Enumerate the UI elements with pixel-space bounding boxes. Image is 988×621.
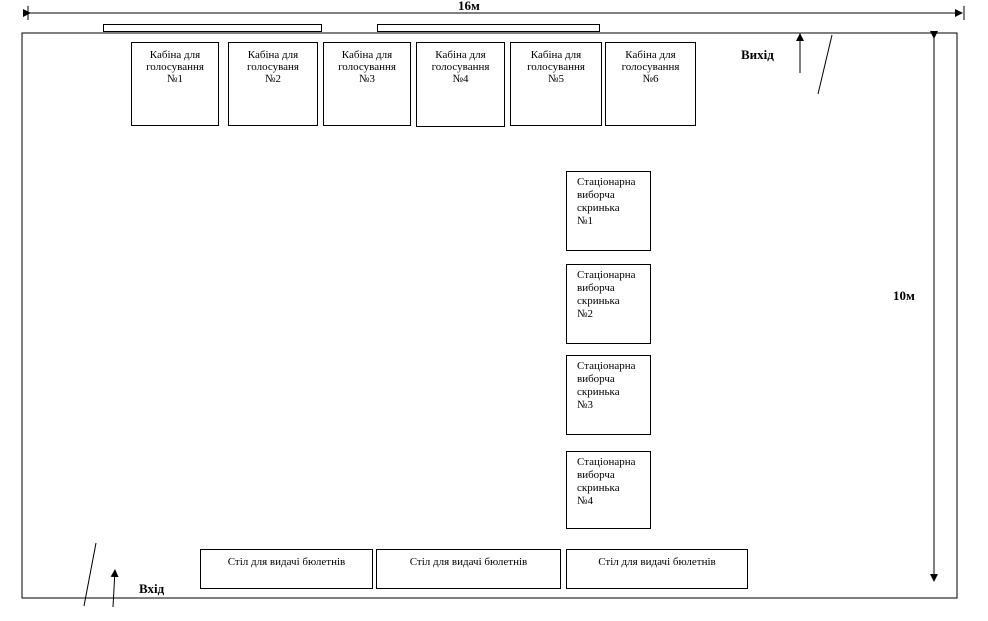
ballot-table-2: Стіл для видачі бюлетнів — [376, 549, 561, 589]
urn-line: виборча — [577, 189, 615, 201]
urn-line: виборча — [577, 469, 615, 481]
urn-line: скринька — [577, 295, 620, 307]
ballot-box-3: Стаціонарна виборча скринька №3 — [566, 355, 651, 435]
urn-line: Стаціонарна — [577, 360, 636, 372]
ballot-table-1: Стіл для видачі бюлетнів — [200, 549, 373, 589]
urn-number: №1 — [577, 215, 593, 227]
booth-line: голосуваня — [247, 61, 299, 73]
booth-line: Кабіна для — [149, 49, 201, 61]
table-label: Стіл для видачі бюлетнів — [409, 556, 528, 568]
ballot-box-2: Стаціонарна виборча скринька №2 — [566, 264, 651, 344]
table-label: Стіл для видачі бюлетнів — [598, 556, 716, 568]
booth-line: голосування — [431, 61, 490, 73]
voting-booth-6: Кабіна для голосування №6 — [605, 42, 696, 126]
booth-line: Кабіна для — [435, 49, 486, 61]
booth-line: голосування — [338, 61, 396, 73]
ballot-box-1: Стаціонарна виборча скринька №1 — [566, 171, 651, 251]
booth-number: №3 — [359, 73, 375, 85]
width-label: 16м — [458, 0, 480, 13]
booth-number: №4 — [452, 73, 469, 85]
ballot-box-4: Стаціонарна виборча скринька №4 — [566, 451, 651, 529]
urn-number: №4 — [577, 495, 593, 507]
urn-line: скринька — [577, 482, 620, 494]
urn-line: Стаціонарна — [577, 456, 636, 468]
booth-line: Кабіна для — [247, 49, 299, 61]
room-outline — [21, 32, 958, 599]
urn-line: скринька — [577, 386, 620, 398]
booth-line: голосування — [146, 61, 204, 73]
urn-line: скринька — [577, 202, 620, 214]
voting-booth-2: Кабіна для голосуваня №2 — [228, 42, 318, 126]
urn-line: виборча — [577, 373, 615, 385]
booth-line: Кабіна для — [530, 49, 582, 61]
booth-line: Кабіна для — [625, 49, 676, 61]
voting-booth-4: Кабіна для голосування №4 — [416, 42, 505, 127]
table-label: Стіл для видачі бюлетнів — [227, 556, 346, 568]
booth-number: №6 — [642, 73, 659, 85]
window-2 — [377, 24, 600, 32]
booth-number: №1 — [167, 73, 183, 85]
urn-number: №3 — [577, 399, 593, 411]
entrance-arrow — [110, 569, 119, 608]
entrance-label: Вхід — [139, 581, 165, 596]
urn-line: Стаціонарна — [577, 269, 636, 281]
booth-number: №5 — [548, 73, 564, 85]
voting-booth-1: Кабіна для голосування №1 — [131, 42, 219, 126]
booth-line: голосування — [527, 61, 585, 73]
exit-label: Вихід — [741, 47, 774, 62]
window-1 — [103, 24, 322, 32]
urn-line: виборча — [577, 282, 615, 294]
ballot-table-3: Стіл для видачі бюлетнів — [566, 549, 748, 589]
booth-line: голосування — [621, 61, 680, 73]
exit-door — [817, 34, 833, 95]
urn-number: №2 — [577, 308, 593, 320]
urn-line: Стаціонарна — [577, 176, 636, 188]
voting-booth-3: Кабіна для голосування №3 — [323, 42, 411, 126]
height-label: 10м — [893, 288, 915, 303]
booth-number: №2 — [265, 73, 281, 85]
entrance-door — [83, 542, 97, 607]
booth-line: Кабіна для — [341, 49, 393, 61]
voting-booth-5: Кабіна для голосування №5 — [510, 42, 602, 126]
